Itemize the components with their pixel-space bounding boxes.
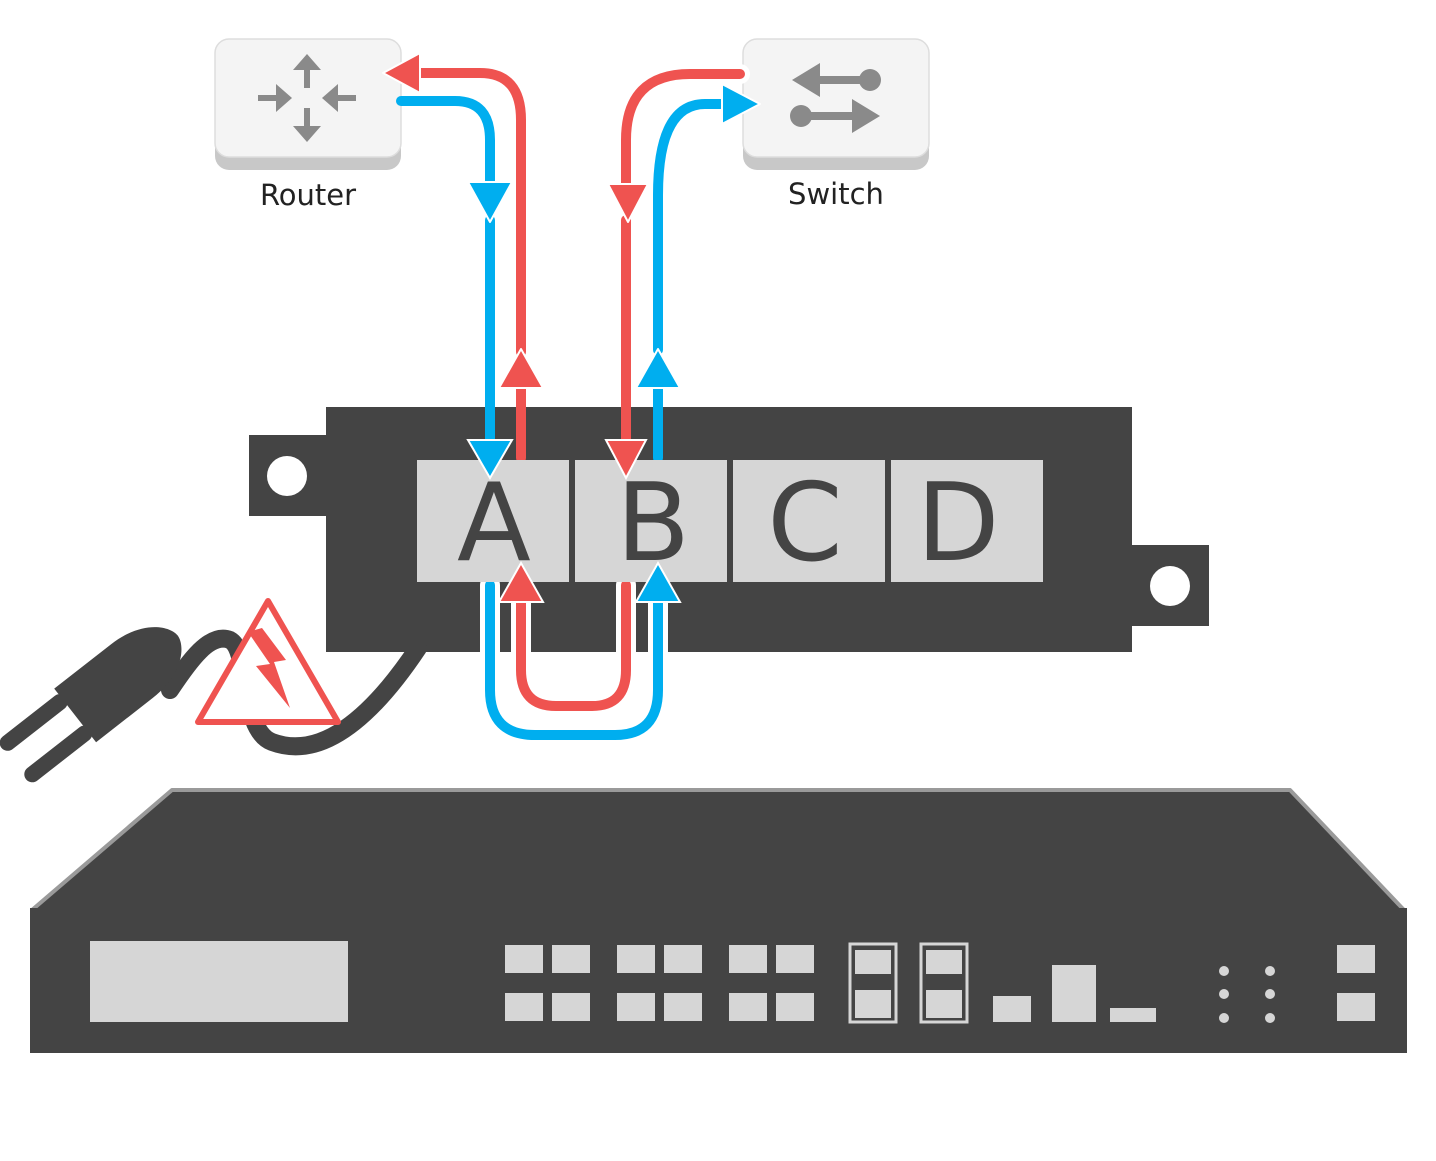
bypass-module bbox=[249, 407, 1209, 652]
port-d bbox=[891, 460, 1043, 582]
status-leds bbox=[1219, 966, 1275, 1023]
port-arrows bbox=[466, 430, 682, 603]
router-label: Router bbox=[260, 178, 356, 212]
mounting-hole-left bbox=[267, 456, 307, 496]
port-c-label: C bbox=[767, 461, 842, 586]
traffic-paths bbox=[382, 52, 761, 745]
high-voltage-warning-icon bbox=[195, 598, 341, 725]
usb-port bbox=[1052, 965, 1096, 1022]
port-d-label: D bbox=[916, 461, 999, 586]
switch-label: Switch bbox=[788, 177, 884, 211]
switch-icon bbox=[790, 63, 881, 133]
appliance-display bbox=[90, 941, 348, 1022]
network-appliance bbox=[30, 788, 1407, 1053]
slot bbox=[1110, 1008, 1156, 1022]
port-b bbox=[575, 460, 727, 582]
power-plug-icon bbox=[0, 627, 182, 783]
mounting-hole-right bbox=[1150, 566, 1190, 606]
rj45-ports bbox=[505, 945, 1375, 1022]
port-b-label: B bbox=[616, 461, 690, 586]
port-a bbox=[417, 460, 569, 582]
router-icon bbox=[258, 54, 356, 142]
router-node: Router bbox=[214, 38, 402, 212]
sfp-ports bbox=[848, 942, 969, 1024]
port-c bbox=[733, 460, 885, 582]
switch-node: Switch bbox=[742, 38, 930, 211]
bypass-ports: A B C D bbox=[417, 460, 1043, 586]
